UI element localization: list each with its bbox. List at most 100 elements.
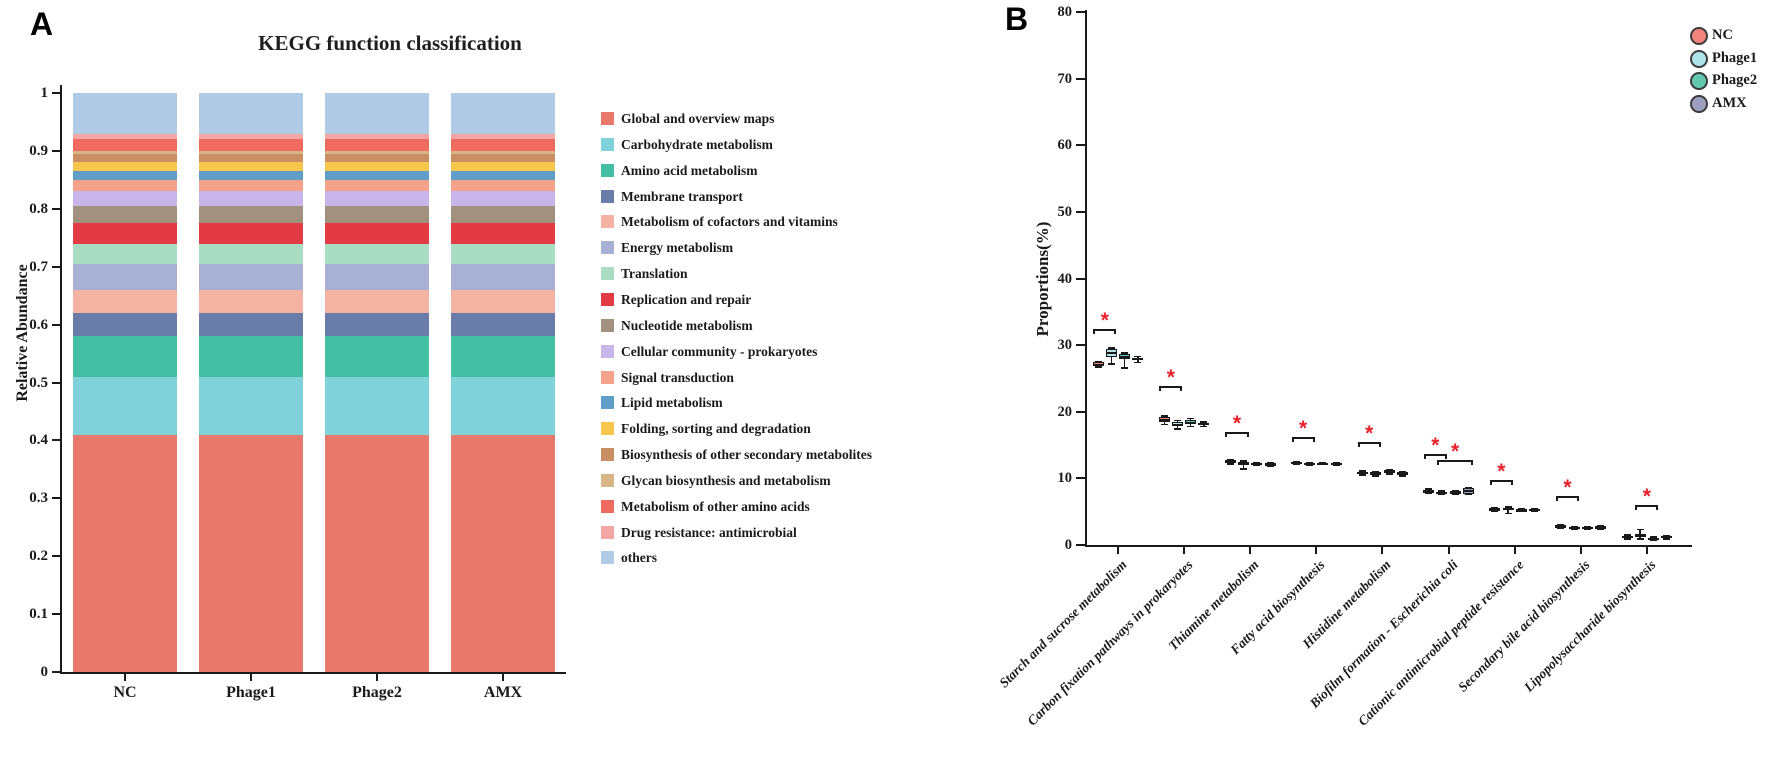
whisker-cap-top [1332,461,1340,464]
legend-label: Nucleotide metabolism [621,317,753,333]
bar-segment [73,313,177,337]
legend-item: Lipid metabolism [598,392,888,416]
legend-swatch [601,551,614,565]
whisker-cap-top [1504,506,1512,508]
legend-label: Energy metabolism [621,240,734,256]
significance-bracket [1357,442,1381,448]
legend-item: others [598,547,888,571]
median-line [1357,472,1369,474]
median-line [1370,472,1382,475]
bar-segment [73,205,177,224]
bar-segment [73,289,177,314]
whisker-cap-bottom [1623,538,1631,540]
whisker-cap-top [1623,534,1631,536]
bar-segment [73,179,177,192]
legend-item: Phage1 [1688,49,1772,69]
whisker-cap-bottom [1107,362,1115,365]
whisker-cap-bottom [1160,423,1168,426]
a-y-tick-label: 0.1 [29,606,48,623]
bar-segment [199,263,303,290]
bar-segment [325,153,429,163]
whisker-cap-top [1107,346,1115,349]
whisker-cap-bottom [1134,361,1142,364]
whisker-cap-top [1557,523,1565,526]
bar-segment [199,434,303,672]
significance-asterisk: * [1100,309,1109,333]
whisker-cap-top [1464,486,1472,489]
whisker-cap-top [1306,461,1314,464]
legend-item: Replication and repair [598,289,888,313]
bar-segment [73,434,177,672]
b-y-tick-label: 50 [1057,203,1073,220]
a-y-tick-mark [52,92,60,94]
b-y-tick-mark [1076,544,1085,546]
significance-asterisk: * [1166,366,1175,390]
whisker-cap-bottom [1121,366,1129,369]
whisker-cap-top [1398,470,1406,473]
bar-segment [73,153,177,163]
bar-segment [325,139,429,151]
median-line [1198,423,1210,426]
bar-segment [73,223,177,244]
significance-bracket [1489,479,1513,485]
whisker-cap-top [1517,508,1525,510]
bar-segment [325,243,429,264]
panel-b-letter: B [1005,1,1029,37]
panel-a-letter: A [30,6,54,42]
whisker-cap-bottom [1491,510,1499,512]
b-x-tick-mark [1183,547,1186,554]
b-y-tick-label: 80 [1057,4,1073,20]
legend-label: Drug resistance: antimicrobial [621,524,797,540]
significance-bracket [1423,453,1447,459]
whisker-cap-top [1266,462,1274,464]
a-y-tick-label: 0 [40,664,49,680]
bar-segment [73,263,177,290]
median-line [1105,352,1117,355]
significance-asterisk: * [1299,417,1308,441]
median-line [1304,462,1316,465]
whisker-cap-bottom [1372,474,1380,477]
a-y-tick-mark [52,497,60,500]
legend-swatch [601,137,614,151]
whisker-cap-bottom [1094,366,1102,368]
median-line [1238,462,1250,465]
legend-label: AMX [1712,94,1747,111]
a-x-tick-mark [250,674,252,681]
legend-item: Carbohydrate metabolism [598,134,888,158]
b-y-tick-label: 70 [1057,70,1073,87]
legend-swatch [601,241,614,255]
bar-segment [199,313,303,337]
legend-item: Biosynthesis of other secondary metaboli… [598,444,888,468]
bar-segment [451,223,555,244]
whisker-cap-top [1425,488,1433,490]
b-x-tick-mark [1447,547,1450,554]
whisker-cap-top [1094,360,1102,363]
bar-segment [325,313,429,337]
a-y-tick-label: 0.3 [29,490,48,507]
b-y-axis-line [1085,10,1087,547]
whisker-cap-bottom [1504,512,1512,515]
a-y-tick-mark [52,149,60,152]
median-line [1092,363,1104,366]
median-line [1264,463,1276,466]
bar-segment [325,162,429,172]
whisker-cap-bottom [1253,464,1261,466]
whisker-cap-top [1597,524,1604,527]
significance-bracket [1555,495,1580,501]
whisker-cap-top [1200,420,1208,423]
a-y-tick-label: 0.6 [29,316,48,333]
median-line [1158,418,1170,421]
bar-segment [451,93,555,134]
bar-segment [73,139,177,151]
bar-segment [73,162,177,172]
median-line [1621,536,1633,538]
median-line [1581,526,1593,529]
median-line [1383,470,1395,473]
bar-segment [73,191,177,206]
median-line [1595,526,1606,529]
b-y-tick-label: 60 [1057,137,1073,154]
legend-swatch [601,525,614,539]
bar-segment [451,171,555,180]
